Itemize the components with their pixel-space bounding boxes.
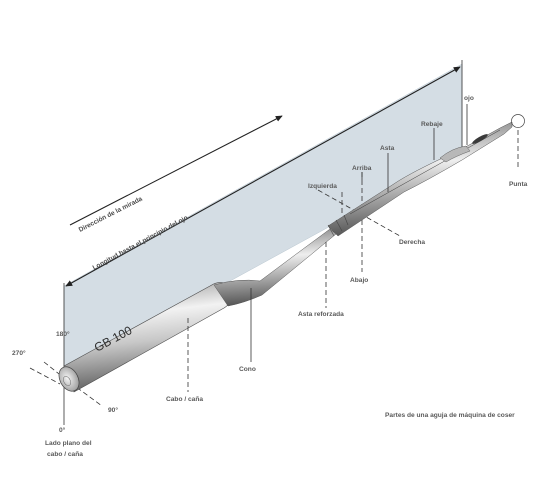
deg90-label: 90°: [108, 406, 118, 414]
deg270-label: 270°: [12, 349, 26, 357]
flat-side-label-2: cabo / caña: [47, 451, 83, 458]
scarf-label: Rebaje: [421, 121, 443, 128]
reinforced-ring-3: [343, 214, 349, 226]
reinforced-ring-2: [335, 219, 343, 232]
direction-arrow: [69, 115, 283, 226]
flat-side-label-1: Lado plano del: [45, 440, 92, 447]
deg180-label: 180°: [56, 330, 70, 338]
reinforced-blade-label: Asta reforzada: [298, 311, 344, 318]
eye-label: ojo: [464, 95, 474, 102]
up-label: Arriba: [352, 165, 372, 172]
down-label: Abajo: [350, 277, 368, 284]
left-label: Izquierda: [308, 183, 337, 190]
reinforced-ring-1: [327, 224, 335, 237]
taper-label: Cono: [239, 366, 256, 373]
needle-scarf: [439, 145, 471, 163]
shank-flat-face: [63, 376, 71, 386]
axis-line-270: [43, 361, 65, 379]
direction-label: Dirección de la mirada: [78, 195, 144, 233]
blade-label: Asta: [380, 145, 395, 152]
right-label: Derecha: [399, 239, 425, 246]
needle-eye: [472, 134, 488, 144]
point-label: Punta: [509, 181, 528, 188]
needle-point-circle: [511, 114, 525, 128]
shank-end-cap: [58, 366, 80, 392]
needle-groove: [349, 129, 501, 215]
length-arrow: [65, 66, 461, 287]
shank-label: Cabo / caña: [166, 396, 203, 403]
diagram-caption: Partes de una aguja de máquina de coser: [385, 412, 515, 419]
axis-line: [29, 367, 61, 385]
deg0-label: 0°: [59, 426, 66, 434]
